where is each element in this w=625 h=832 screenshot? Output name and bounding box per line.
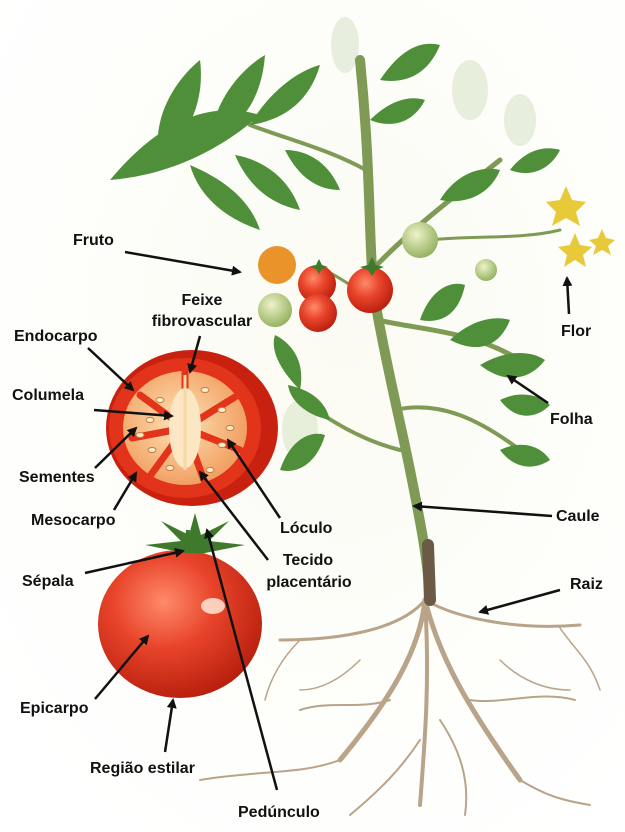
label-endocarpo: Endocarpo (14, 328, 98, 346)
label-pedunculo: Pedúnculo (238, 804, 320, 822)
label-feixe-line1: Feixe (158, 292, 246, 310)
label-flor: Flor (561, 323, 591, 341)
label-folha: Folha (550, 411, 593, 429)
label-columela: Columela (12, 387, 84, 405)
tomato-cross-section (106, 350, 278, 506)
label-tecido-line2: placentário (258, 574, 360, 592)
label-raiz: Raiz (570, 576, 603, 594)
label-fruto: Fruto (73, 232, 114, 250)
label-sementes: Sementes (19, 469, 95, 487)
label-loculo: Lóculo (280, 520, 332, 538)
label-sepala: Sépala (22, 573, 74, 591)
label-mesocarpo: Mesocarpo (31, 512, 115, 530)
label-epicarpo: Epicarpo (20, 700, 88, 718)
label-caule: Caule (556, 508, 600, 526)
label-tecido-line1: Tecido (270, 552, 346, 570)
label-feixe-line2: fibrovascular (143, 313, 261, 331)
label-regiao-estilar: Região estilar (90, 760, 195, 778)
